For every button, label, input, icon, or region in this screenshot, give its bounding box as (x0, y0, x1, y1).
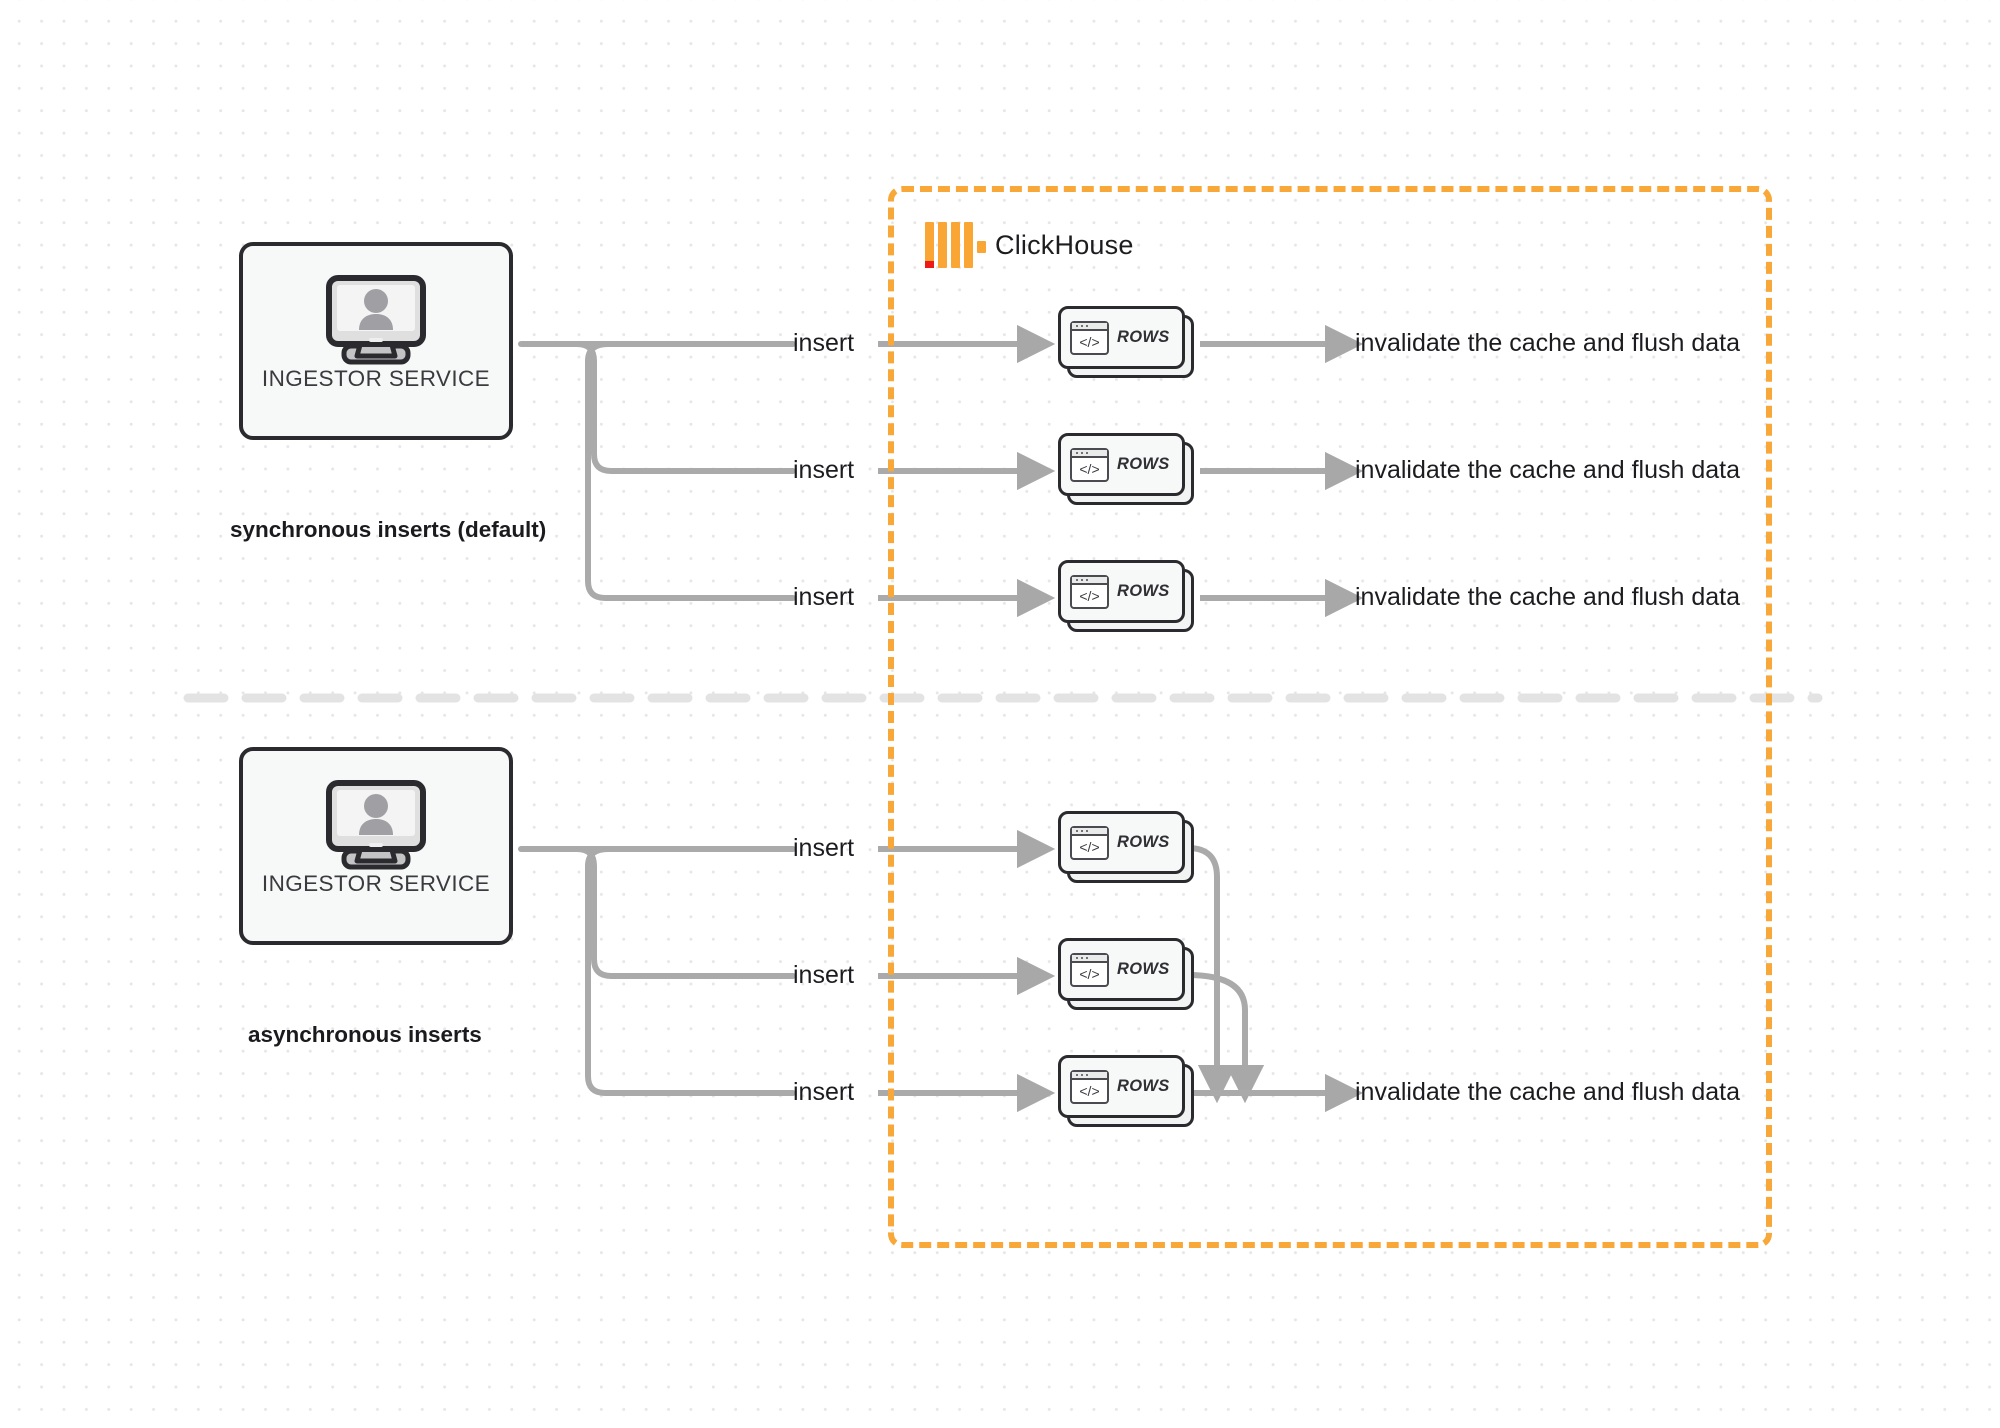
rows-card-label: ROWS (1117, 833, 1170, 851)
sync-fanout-connectors (518, 341, 796, 601)
rows-card-front: </> ROWS (1058, 1055, 1185, 1118)
edge-label-insert-async-3: insert (793, 1078, 855, 1106)
rows-card-front: </> ROWS (1058, 560, 1185, 623)
code-window-icon: </> (1070, 825, 1109, 860)
code-window-icon: </> (1070, 952, 1109, 987)
clickhouse-brand-label: ClickHouse (995, 229, 1134, 260)
rows-card-label: ROWS (1117, 1077, 1170, 1095)
async-insert-arrows (878, 829, 1056, 1113)
edge-label-insert-async-1: insert (793, 834, 855, 862)
section-caption-asynchronous: asynchronous inserts (248, 1022, 482, 1047)
rows-card-sync-1[interactable]: </> ROWS (1058, 306, 1194, 378)
rows-card-async-2[interactable]: </> ROWS (1058, 938, 1194, 1010)
rows-card-async-1[interactable]: </> ROWS (1058, 811, 1194, 883)
rows-card-front: </> ROWS (1058, 306, 1185, 369)
edge-label-insert-sync-3: insert (793, 583, 855, 611)
sidebar-item-ingestor-service-async[interactable]: INGESTOR SERVICE (239, 747, 513, 945)
sink-label-async: invalidate the cache and flush data (1355, 1078, 1740, 1106)
rows-card-label: ROWS (1117, 582, 1170, 600)
rows-card-async-3[interactable]: </> ROWS (1058, 1055, 1194, 1127)
rows-card-front: </> ROWS (1058, 811, 1185, 874)
rows-card-label: ROWS (1117, 328, 1170, 346)
sink-label-sync-1: invalidate the cache and flush data (1355, 329, 1740, 357)
clickhouse-brand: ClickHouse (925, 222, 1134, 268)
code-window-icon: </> (1070, 320, 1109, 355)
edge-label-insert-async-2: insert (793, 961, 855, 989)
clickhouse-logo (925, 222, 986, 268)
monitor-user-icon (326, 275, 426, 365)
rows-card-label: ROWS (1117, 455, 1170, 473)
clickhouse-boundary (888, 186, 1772, 1248)
rows-card-front: </> ROWS (1058, 433, 1185, 496)
section-caption-synchronous: synchronous inserts (default) (230, 517, 547, 542)
rows-card-label: ROWS (1117, 960, 1170, 978)
rows-card-front: </> ROWS (1058, 938, 1185, 1001)
sync-flush-arrows (1200, 324, 1364, 618)
service-label: INGESTOR SERVICE (261, 366, 491, 391)
service-label: INGESTOR SERVICE (261, 871, 491, 896)
async-fanout-connectors (518, 846, 796, 1096)
sink-label-sync-2: invalidate the cache and flush data (1355, 456, 1740, 484)
sink-label-sync-3: invalidate the cache and flush data (1355, 583, 1740, 611)
sidebar-item-ingestor-service-sync[interactable]: INGESTOR SERVICE (239, 242, 513, 440)
monitor-user-icon (326, 780, 426, 870)
code-window-icon: </> (1070, 574, 1109, 609)
edge-label-insert-sync-1: insert (793, 329, 855, 357)
rows-card-sync-3[interactable]: </> ROWS (1058, 560, 1194, 632)
code-window-icon: </> (1070, 447, 1109, 482)
sync-insert-arrows (878, 324, 1056, 618)
code-window-icon: </> (1070, 1069, 1109, 1104)
edge-label-insert-sync-2: insert (793, 456, 855, 484)
rows-card-sync-2[interactable]: </> ROWS (1058, 433, 1194, 505)
